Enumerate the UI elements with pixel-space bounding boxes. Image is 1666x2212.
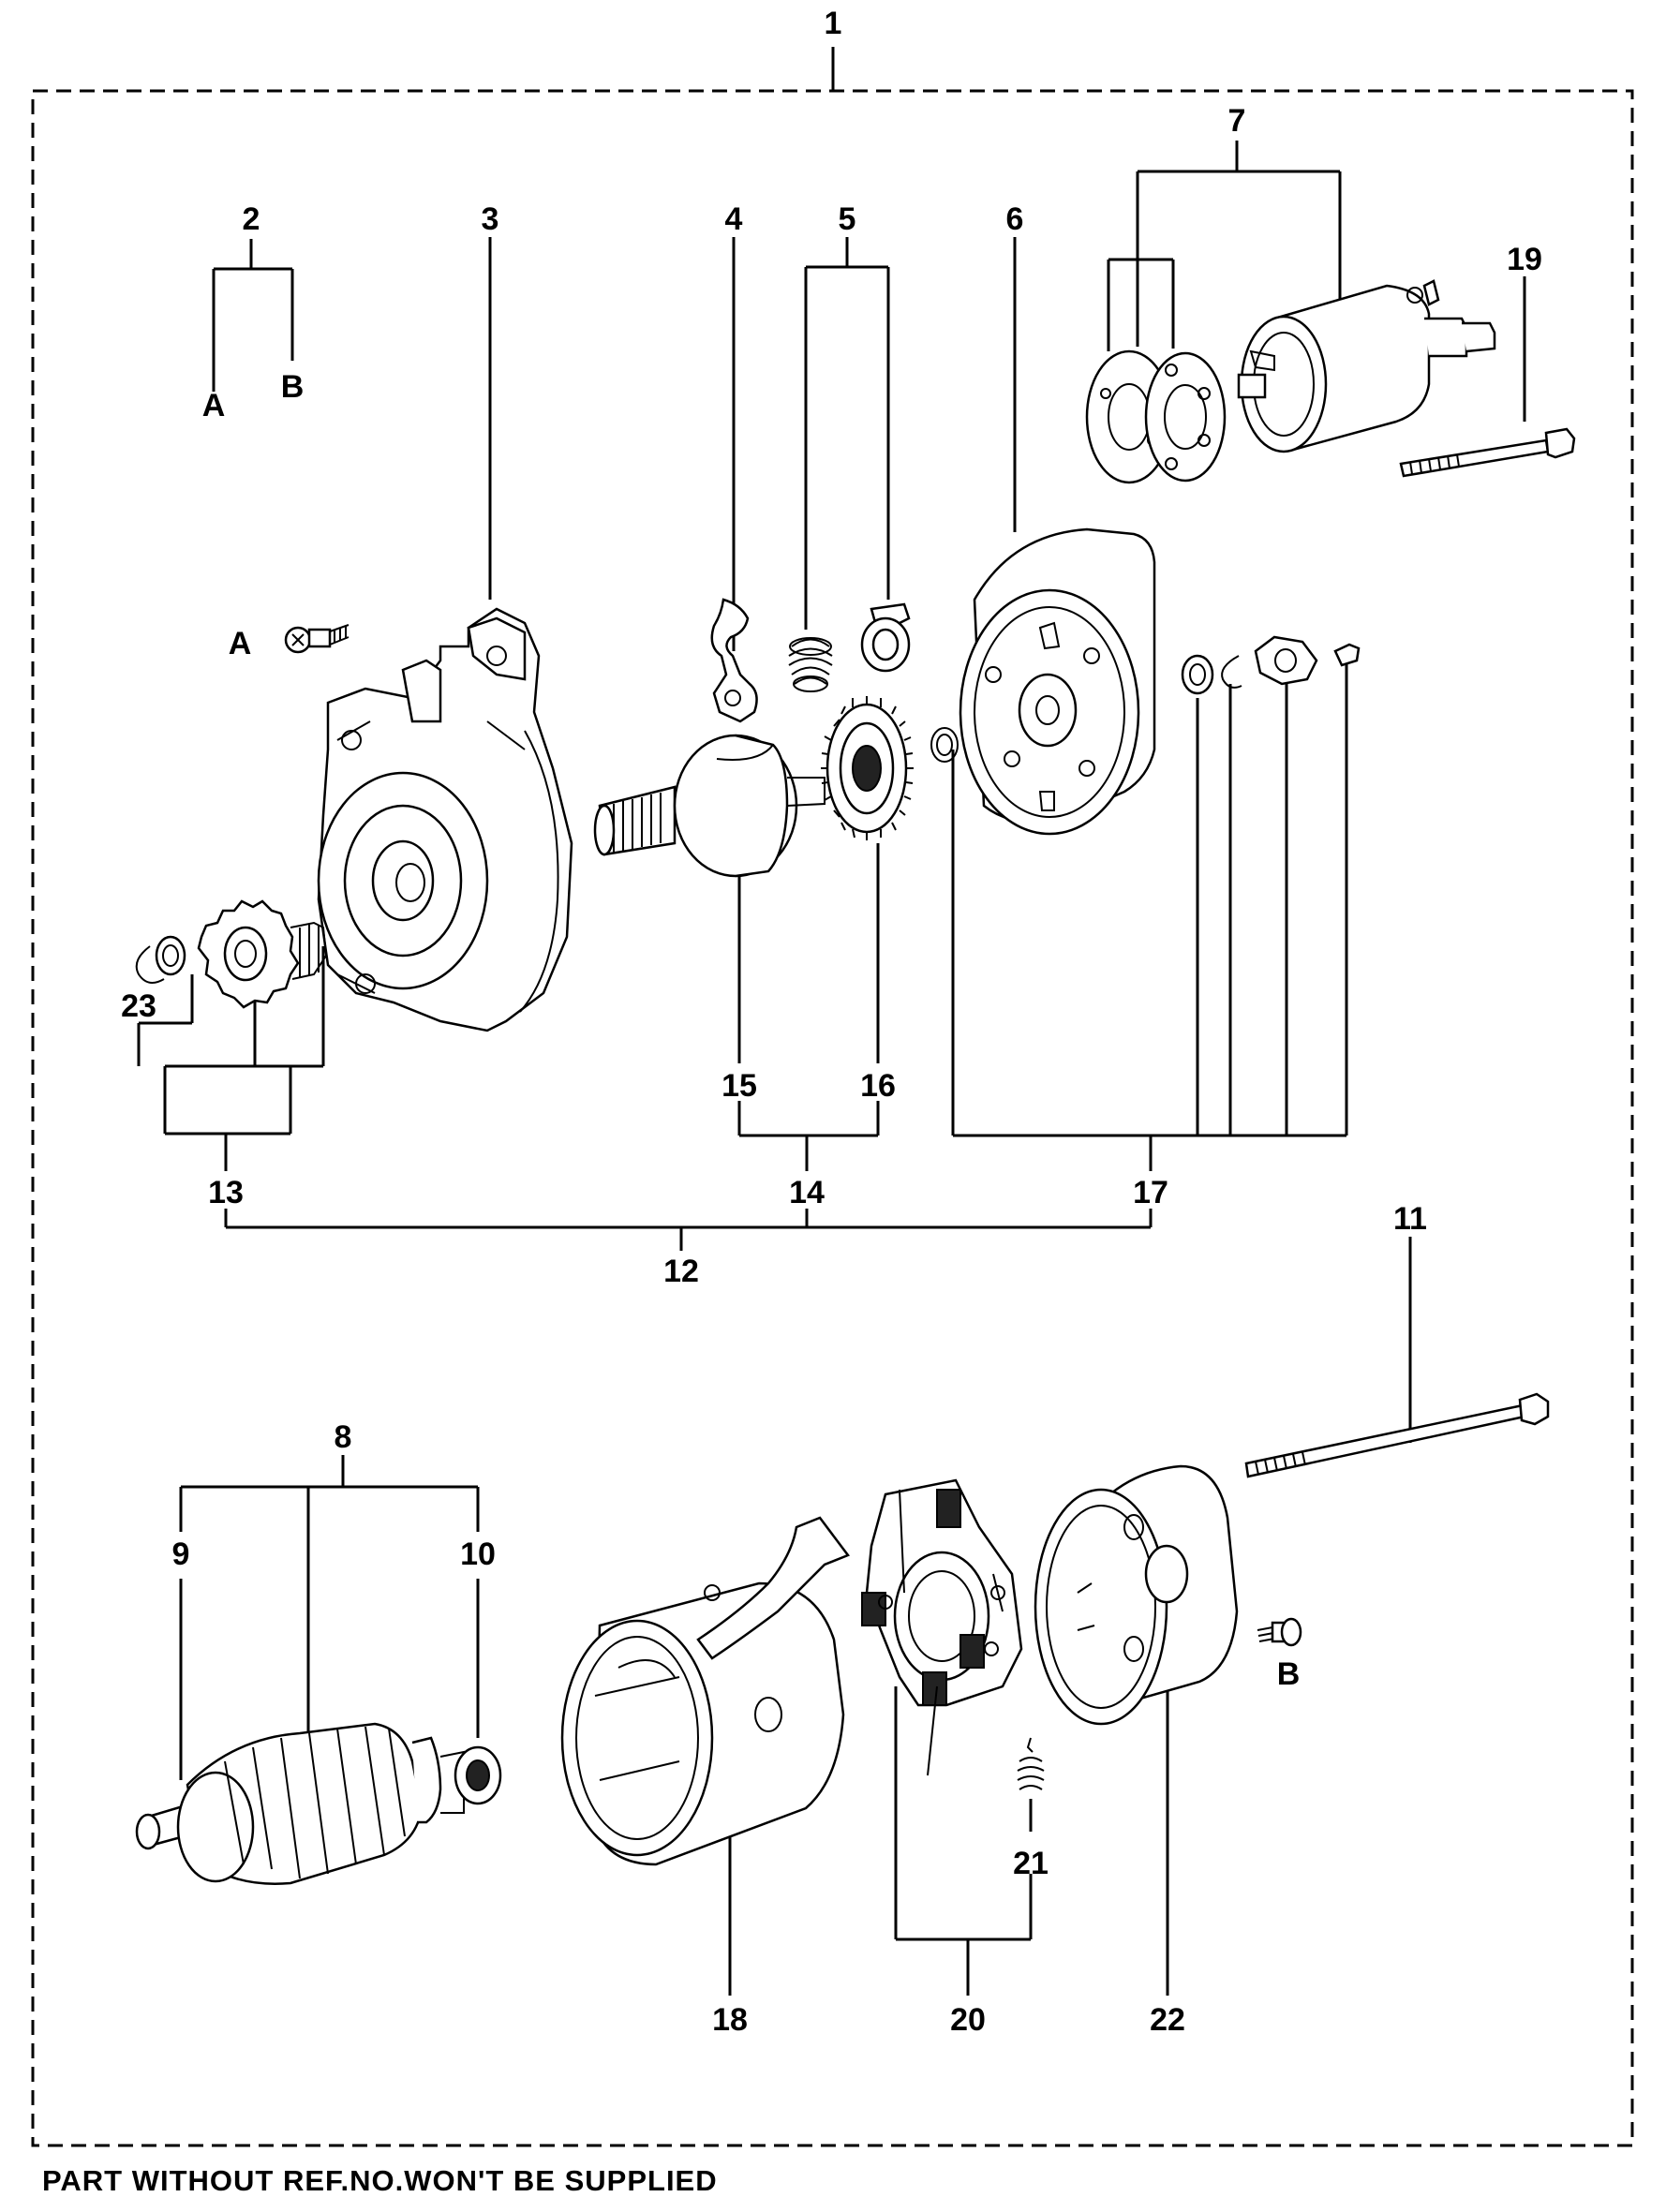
callout-lines [137,47,1526,1996]
label-10: 10 [460,1537,496,1572]
label-20: 20 [950,2002,986,2038]
reference-labels: 1 2 A B 3 4 5 6 7 19 A 23 15 16 13 14 17… [121,6,1542,2038]
label-19: 19 [1507,242,1542,277]
drive-housing-icon [317,607,573,1032]
solenoid-switch-icon [1085,279,1496,484]
brush-holder-icon [861,1478,1023,1776]
washer-and-clip-icon [1181,635,1361,695]
label-1: 1 [825,6,842,41]
label-17: 17 [1133,1175,1168,1210]
label-23: 23 [121,988,156,1024]
spring-and-retainer-icon [788,602,911,692]
label-12: 12 [663,1254,699,1289]
label-a-top: A [202,388,226,423]
label-14: 14 [789,1175,825,1210]
label-b-top: B [281,369,305,405]
through-bolt-icon [1244,1392,1550,1478]
armature-icon [135,1722,502,1885]
gear-icon [821,696,959,840]
label-2: 2 [243,201,260,237]
label-18: 18 [712,2002,748,2038]
label-22: 22 [1150,2002,1185,2038]
label-a-screw: A [229,626,252,661]
screw-a-icon [284,624,350,654]
label-8: 8 [335,1419,352,1455]
label-9: 9 [172,1537,190,1572]
label-11: 11 [1393,1201,1427,1237]
yoke-icon [560,1516,850,1866]
gear-housing-icon [959,527,1156,836]
label-16: 16 [860,1068,896,1104]
label-21: 21 [1013,1846,1049,1881]
footer-note: PART WITHOUT REF.NO.WON'T BE SUPPLIED [42,2164,718,2197]
label-6: 6 [1006,201,1024,237]
label-b-screw: B [1277,1656,1301,1692]
shaft-icon [593,734,826,878]
lever-icon [710,598,758,723]
label-7: 7 [1228,103,1246,139]
bolt-icon [1399,427,1576,478]
screw-b-icon [1257,1617,1302,1647]
label-15: 15 [721,1068,757,1104]
label-4: 4 [725,201,743,237]
pinion-gear-icon [135,899,328,1009]
spring-icon [1017,1737,1045,1790]
end-frame-icon [1034,1464,1239,1726]
label-5: 5 [839,201,856,237]
label-13: 13 [208,1175,244,1210]
label-3: 3 [482,201,499,237]
